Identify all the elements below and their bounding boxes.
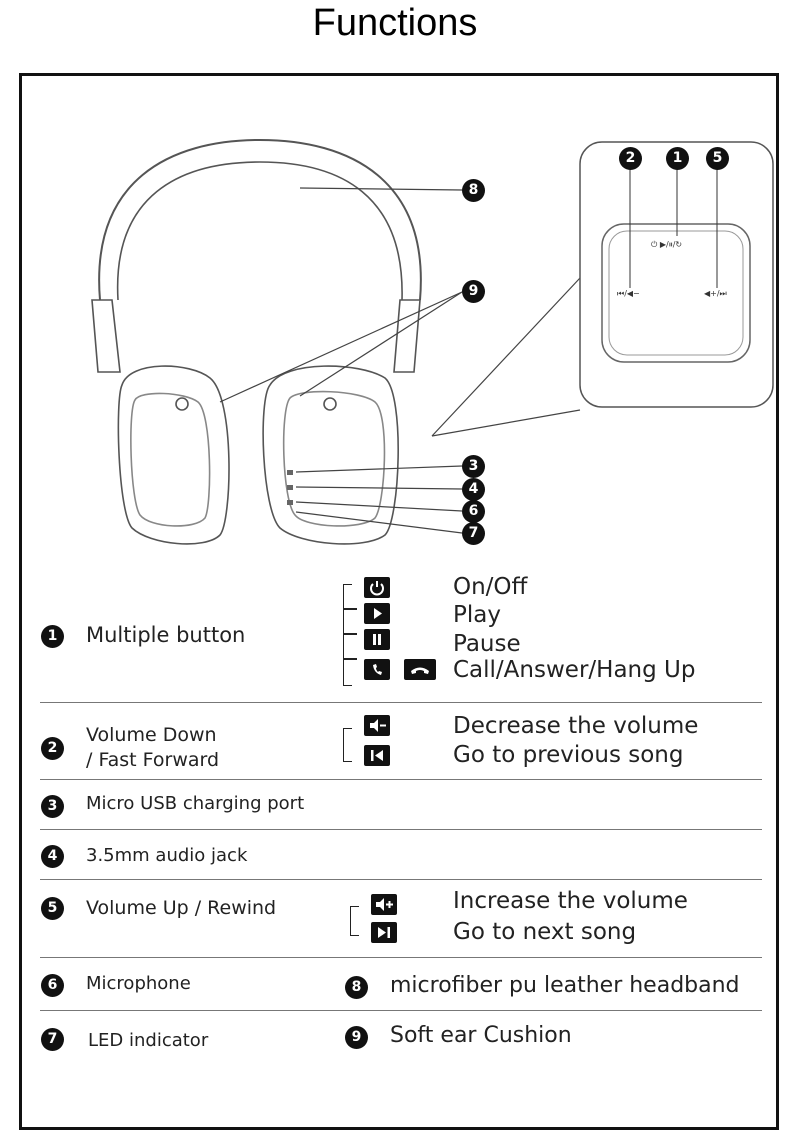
item-1-action-3: Pause [453, 631, 521, 657]
item-1-bracket [343, 584, 352, 686]
phone-answer-icon [364, 659, 390, 680]
item-1-action-2: Play [453, 602, 501, 628]
power-icon [364, 577, 390, 598]
item-1-action-4: Call/Answer/Hang Up [453, 657, 696, 683]
volume-up-icon [371, 894, 397, 915]
item-4-number: 4 [41, 845, 64, 868]
item-9-label: Soft ear Cushion [390, 1023, 572, 1048]
callout-9: 9 [462, 280, 485, 303]
item-6-label: Microphone [86, 973, 191, 994]
pause-icon [364, 629, 390, 650]
item-1-number: 1 [41, 625, 64, 648]
item-9-number: 9 [345, 1026, 368, 1049]
item-2-label-line1: Volume Down [86, 724, 217, 746]
previous-track-icon [364, 745, 390, 766]
item-3-number: 3 [41, 795, 64, 818]
item-8-number: 8 [345, 976, 368, 999]
item-5-bracket [350, 906, 359, 936]
item-6-number: 6 [41, 974, 64, 997]
item-4-label: 3.5mm audio jack [86, 845, 248, 866]
item-3-label: Micro USB charging port [86, 793, 305, 814]
callout-8: 8 [462, 179, 485, 202]
item-1-label: Multiple button [86, 623, 246, 647]
item-7-label: LED indicator [88, 1030, 209, 1051]
callout-7: 7 [462, 522, 485, 545]
item-2-label-line2: / Fast Forward [86, 749, 220, 771]
panel-callout-1: 1 [666, 147, 689, 170]
row-divider [40, 779, 762, 780]
headphones-illustration: ⏻ ▶/⏸/↻ ⏮/◀− ◀+/⏭ [91, 138, 774, 545]
panel-top-label: ⏻ ▶/⏸/↻ [651, 240, 682, 249]
play-icon [364, 603, 390, 624]
item-5-action-2: Go to next song [453, 919, 637, 945]
panel-callout-2: 2 [619, 147, 642, 170]
item-1-action-1: On/Off [453, 574, 528, 600]
row-divider [40, 1010, 762, 1011]
next-track-icon [371, 922, 397, 943]
row-divider [40, 829, 762, 830]
callout-3: 3 [462, 455, 485, 478]
panel-left-label: ⏮/◀− [617, 289, 640, 298]
item-5-label: Volume Up / Rewind [86, 897, 277, 919]
row-divider [40, 879, 762, 880]
item-2-action-1: Decrease the volume [453, 713, 699, 739]
item-5-action-1: Increase the volume [453, 888, 688, 914]
row-divider [40, 702, 762, 703]
panel-right-label: ◀+/⏭ [704, 289, 727, 298]
item-2-bracket [343, 728, 352, 762]
panel-callout-5: 5 [706, 147, 729, 170]
row-divider [40, 957, 762, 958]
item-5-number: 5 [41, 897, 64, 920]
item-8-label: microfiber pu leather headband [390, 973, 740, 998]
phone-hangup-icon [404, 659, 436, 680]
page-title: Functions [312, 2, 478, 44]
item-7-number: 7 [41, 1028, 64, 1051]
item-2-number: 2 [41, 737, 64, 760]
volume-down-icon [364, 715, 390, 736]
callout-6: 6 [462, 500, 485, 523]
item-2-action-2: Go to previous song [453, 742, 684, 768]
callout-4: 4 [462, 478, 485, 501]
functions-frame [19, 73, 779, 1130]
